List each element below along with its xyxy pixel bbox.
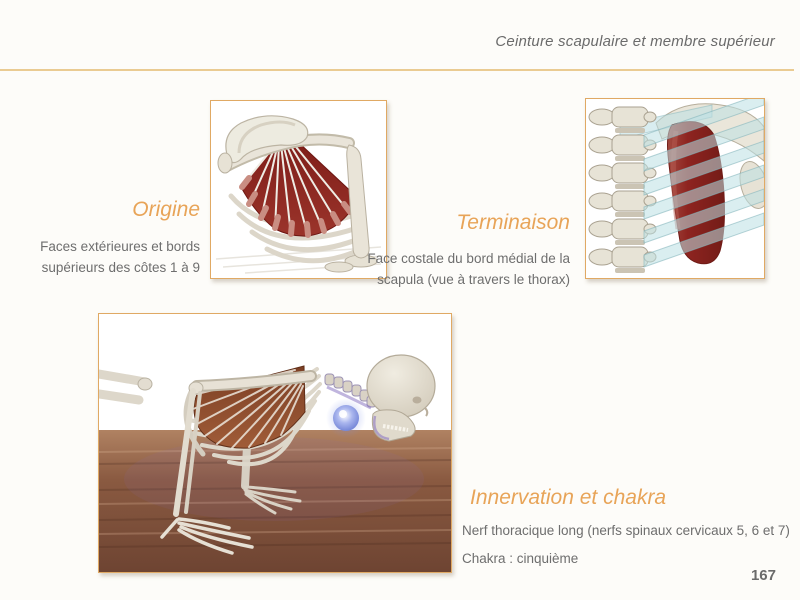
- header-rule: [0, 69, 794, 71]
- spine-scapula-termination-illustration: [586, 99, 764, 278]
- innervation-nerve-text: Nerf thoracique long (nerfs spinaux cerv…: [462, 523, 790, 538]
- termination-text: Face costale du bord médial de la scapul…: [367, 251, 570, 287]
- innervation-heading: Innervation et chakra: [470, 486, 667, 509]
- termination-heading: Terminaison: [456, 211, 570, 234]
- page-number: 167: [750, 567, 776, 584]
- origin-text: Faces extérieures et bords supérieurs de…: [40, 239, 200, 275]
- origin-heading: Origine: [132, 198, 200, 221]
- skeleton-plank-chakra-illustration: [99, 314, 451, 572]
- figure-pose: [98, 313, 452, 573]
- ribcage-serratus-origin-illustration: [211, 101, 386, 278]
- innervation-chakra-text: Chakra : cinquième: [462, 551, 579, 566]
- figure-origin: [210, 100, 387, 279]
- running-header: Ceinture scapulaire et membre supérieur: [495, 33, 775, 50]
- figure-termination: [585, 98, 765, 279]
